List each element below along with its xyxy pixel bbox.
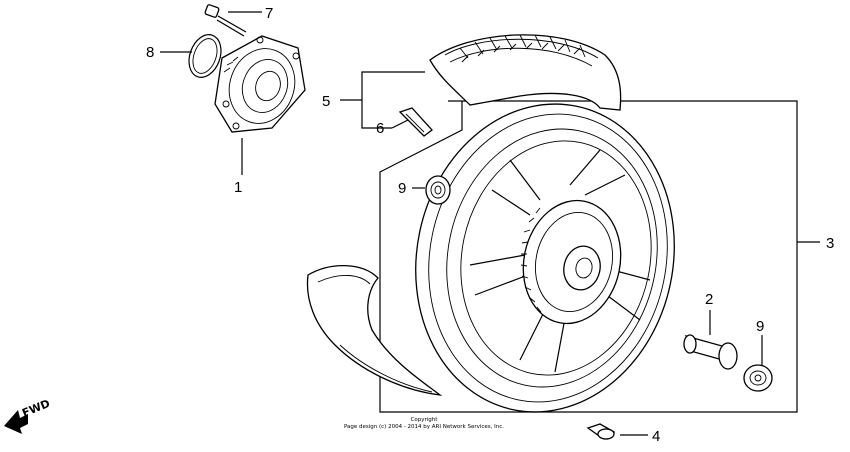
clip bbox=[586, 423, 616, 440]
callout-1[interactable]: 1 bbox=[234, 179, 242, 196]
hub-assembly bbox=[214, 35, 306, 133]
callout-9-right[interactable]: 9 bbox=[756, 318, 764, 335]
fwd-label: FWD bbox=[20, 397, 52, 420]
bearing-right bbox=[743, 364, 773, 392]
callout-labels: 1 2 3 4 5 6 7 8 9 9 bbox=[146, 5, 834, 445]
callout-5[interactable]: 5 bbox=[322, 93, 330, 110]
bolt bbox=[204, 4, 247, 37]
fwd-indicator: FWD bbox=[4, 397, 52, 434]
copyright: Copyright Page design (c) 2004 - 2014 by… bbox=[344, 417, 504, 430]
callout-4[interactable]: 4 bbox=[652, 428, 660, 445]
wheel-rim bbox=[415, 103, 675, 413]
bearing-left bbox=[425, 175, 451, 205]
callout-3[interactable]: 3 bbox=[826, 235, 834, 252]
collar bbox=[683, 334, 738, 370]
callout-9-left[interactable]: 9 bbox=[398, 180, 406, 197]
leader-lines bbox=[160, 11, 820, 436]
copyright-title: Copyright bbox=[411, 417, 439, 423]
callout-6[interactable]: 6 bbox=[376, 120, 384, 137]
callout-8[interactable]: 8 bbox=[146, 44, 154, 61]
tire bbox=[306, 34, 622, 396]
valve-stem bbox=[398, 107, 433, 137]
callout-7[interactable]: 7 bbox=[265, 5, 273, 22]
copyright-text: Page design (c) 2004 - 2014 by ARI Netwo… bbox=[344, 424, 504, 430]
callout-2[interactable]: 2 bbox=[705, 291, 713, 308]
fwd-arrow-icon bbox=[4, 410, 28, 434]
o-ring bbox=[188, 34, 222, 78]
